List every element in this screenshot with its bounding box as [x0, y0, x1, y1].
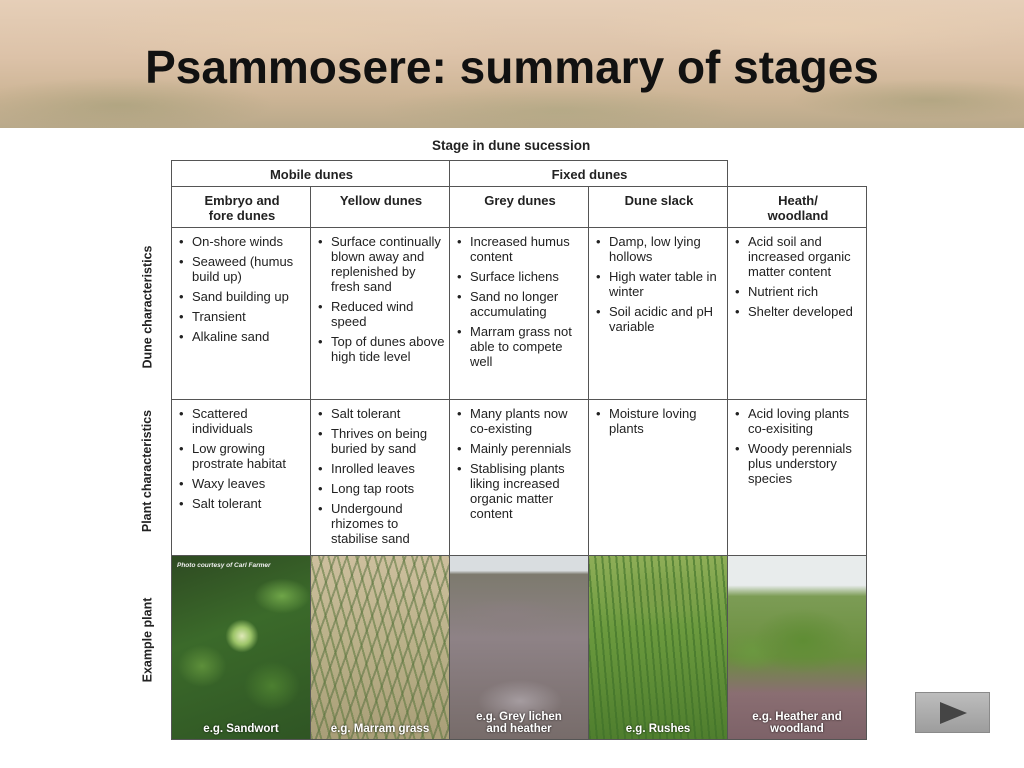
bullet-item: Surface continually blown away and reple…	[317, 234, 445, 294]
bullet-item: Low growing prostrate habitat	[178, 441, 306, 471]
bullet-item: Reduced wind speed	[317, 299, 445, 329]
bullet-item: Stablising plants liking increased organ…	[456, 461, 584, 521]
dune-characteristics-cell: On-shore windsSeaweed (humus build up) Sa…	[171, 227, 311, 400]
bullet-item: Increased humus content	[456, 234, 584, 264]
bullet-item: Woody perennials plus understory species	[734, 441, 862, 486]
bullet-item: On-shore winds	[178, 234, 306, 249]
grey-lichen-photo	[450, 556, 588, 739]
bullet-item: Undergound rhizomes to stabilise sand	[317, 501, 445, 546]
group-fixed-dunes: Fixed dunes	[449, 160, 728, 187]
photo-caption: e.g. Grey lichen and heather	[476, 711, 562, 735]
plant-characteristics-cell: Many plants now co-existingMainly perenn…	[449, 399, 589, 556]
bullet-item: Acid loving plants co-exisiting	[734, 406, 862, 436]
example-plant-cell: Photo courtesy of Carl Farmer e.g. Sandw…	[171, 555, 311, 740]
plant-characteristics-cell: Salt tolerantThrives on being buried by …	[310, 399, 450, 556]
row-label-example: Example plant	[140, 597, 154, 683]
dune-characteristics-cell: Damp, low lying hollowsHigh water table …	[588, 227, 728, 400]
example-plant-cell: e.g. Rushes	[588, 555, 728, 740]
group-mobile-dunes: Mobile dunes	[171, 160, 450, 187]
page-title: Psammosere: summary of stages	[145, 41, 879, 93]
row-label-plant: Plant characteristics	[140, 409, 155, 532]
bullet-item: Thrives on being buried by sand	[317, 426, 445, 456]
bullet-item: Transient	[178, 309, 306, 324]
photo-credit: Photo courtesy of Carl Farmer	[177, 562, 271, 569]
bullet-item: Waxy leaves	[178, 476, 306, 491]
photo-caption: e.g. Sandwort	[203, 723, 279, 735]
marram-grass-photo	[311, 556, 449, 739]
bullet-item: Moisture loving plants	[595, 406, 723, 436]
dune-characteristics-cell: Acid soil and increased organic matter c…	[727, 227, 867, 400]
dune-succession-figure: Stage in dune sucession Dune characteris…	[132, 135, 872, 740]
header-background	[0, 0, 1024, 128]
column-heading: Grey dunes	[449, 186, 589, 228]
column-heading: Embryo and fore dunes	[171, 186, 311, 228]
bullet-item: Inrolled leaves	[317, 461, 445, 476]
column-heading: Dune slack	[588, 186, 728, 228]
bullet-item: Marram grass not able to compete well	[456, 324, 584, 369]
bullet-item: Many plants now co-existing	[456, 406, 584, 436]
bullet-item: Soil acidic and pH variable	[595, 304, 723, 334]
bullet-item: Shelter developed	[734, 304, 862, 319]
sandwort-photo	[172, 556, 310, 739]
photo-caption: e.g. Rushes	[625, 723, 691, 735]
bullet-item: Sand building up	[178, 289, 306, 304]
row-label-dune: Dune characteristics	[140, 245, 155, 369]
bullet-item: Sand no longer accumulating	[456, 289, 584, 319]
column-heading: Heath/ woodland	[727, 186, 867, 228]
bullet-item: Scattered individuals	[178, 406, 306, 436]
rushes-photo	[589, 556, 727, 739]
plant-characteristics-cell: Acid loving plants co-exisitingWoody per…	[727, 399, 867, 556]
example-plant-cell: e.g. Heather and woodland	[727, 555, 867, 740]
play-triangle-icon	[939, 701, 967, 724]
column-heading: Yellow dunes	[310, 186, 450, 228]
heath-woodland-photo	[728, 556, 866, 739]
plant-characteristics-cell: Scattered individualsLow growing prostra…	[171, 399, 311, 556]
bullet-item: High water table in winter	[595, 269, 723, 299]
bullet-item: Salt tolerant	[178, 496, 306, 511]
bullet-item: Mainly perennials	[456, 441, 584, 456]
dune-characteristics-cell: Surface continually blown away and reple…	[310, 227, 450, 400]
bullet-item: Seaweed (humus build up)	[178, 254, 306, 284]
group-spacer	[728, 161, 867, 187]
bullet-item: Acid soil and increased organic matter c…	[734, 234, 862, 279]
dune-characteristics-cell: Increased humus contentSurface lichensSa…	[449, 227, 589, 400]
plant-characteristics-cell: Moisture loving plants	[588, 399, 728, 556]
succession-table: Mobile dunes Fixed dunes Embryo and fore…	[171, 160, 867, 740]
example-plant-cell: e.g. Marram grass	[310, 555, 450, 740]
bullet-item: Surface lichens	[456, 269, 584, 284]
bullet-item: Nutrient rich	[734, 284, 862, 299]
bullet-item: Alkaline sand	[178, 329, 306, 344]
bullet-item: Salt tolerant	[317, 406, 445, 421]
bullet-item: Top of dunes above high tide level	[317, 334, 445, 364]
photo-caption: e.g. Marram grass	[330, 723, 430, 735]
next-slide-button[interactable]	[915, 692, 990, 733]
stage-header: Stage in dune sucession	[432, 138, 591, 153]
photo-caption: e.g. Heather and woodland	[752, 711, 842, 735]
bullet-item: Long tap roots	[317, 481, 445, 496]
bullet-item: Damp, low lying hollows	[595, 234, 723, 264]
example-plant-cell: e.g. Grey lichen and heather	[449, 555, 589, 740]
